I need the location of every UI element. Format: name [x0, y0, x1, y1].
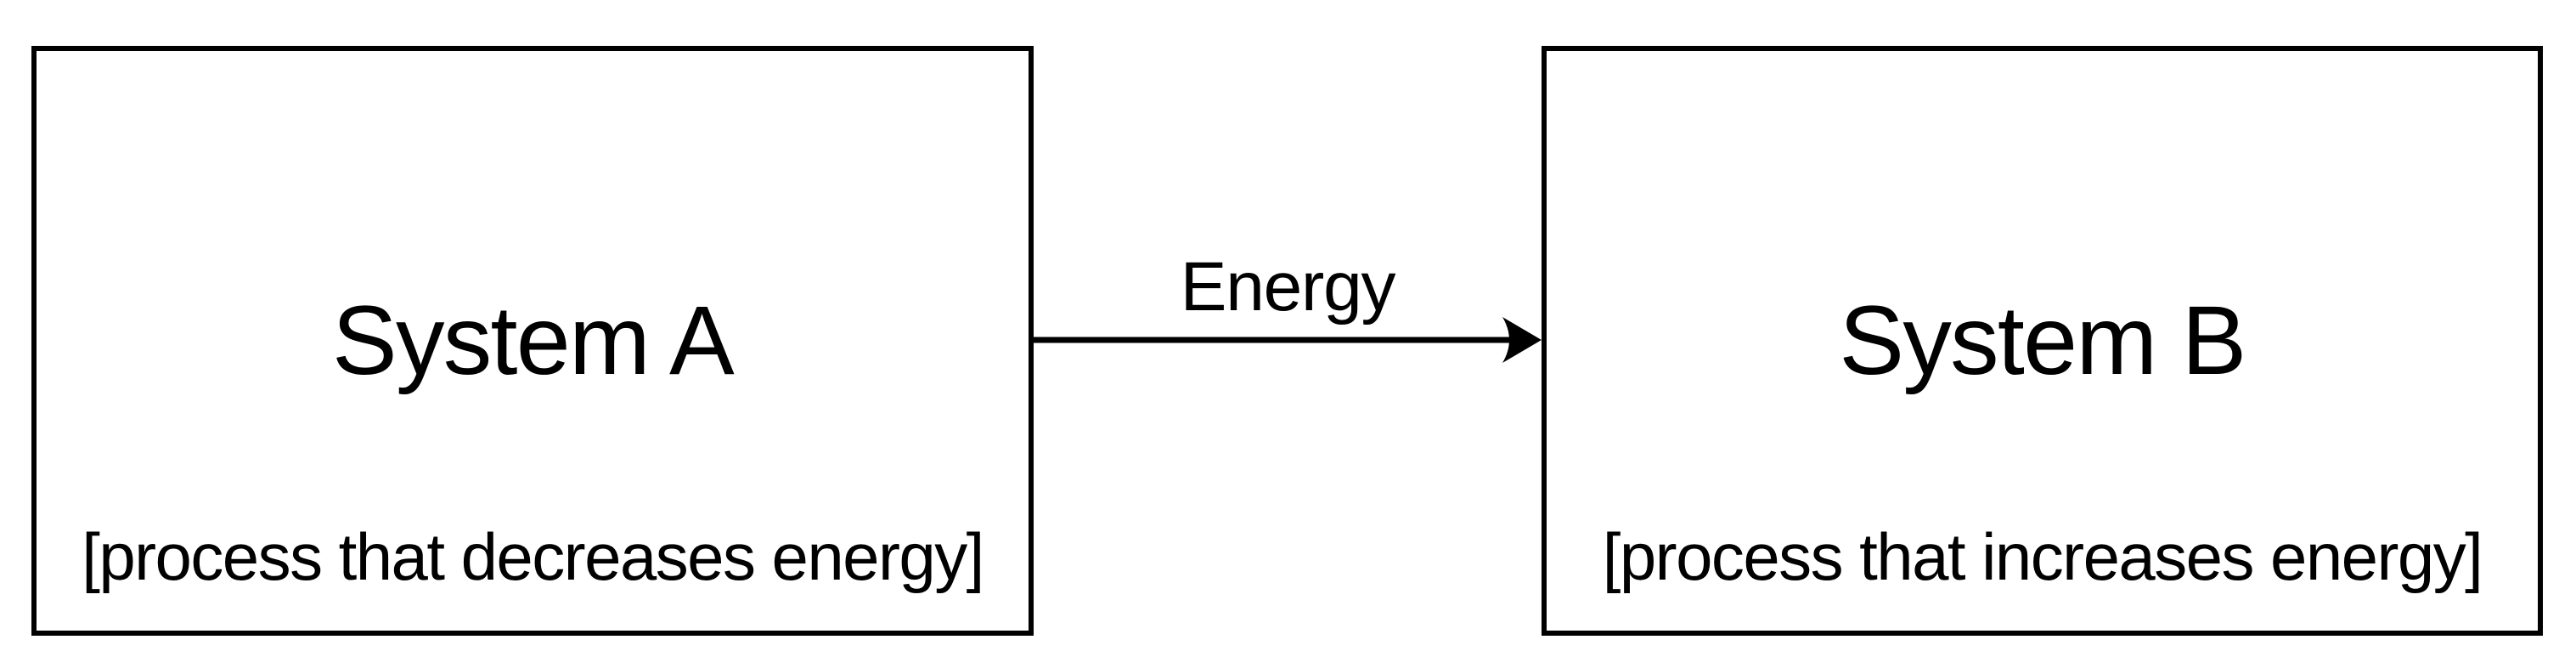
- system-b-title: System B: [1839, 286, 2246, 395]
- energy-arrow: [1034, 317, 1542, 363]
- arrowhead-right-icon: [1502, 317, 1542, 363]
- system-b-process-label: [process that increases energy]: [1602, 519, 2483, 595]
- system-a-process-label: [process that decreases energy]: [82, 519, 984, 595]
- system-b-box: System B [process that increases energy]: [1542, 46, 2543, 636]
- energy-arrow-label: Energy: [1180, 248, 1396, 326]
- system-a-title: System A: [332, 286, 735, 395]
- system-a-box: System A [process that decreases energy]: [31, 46, 1034, 636]
